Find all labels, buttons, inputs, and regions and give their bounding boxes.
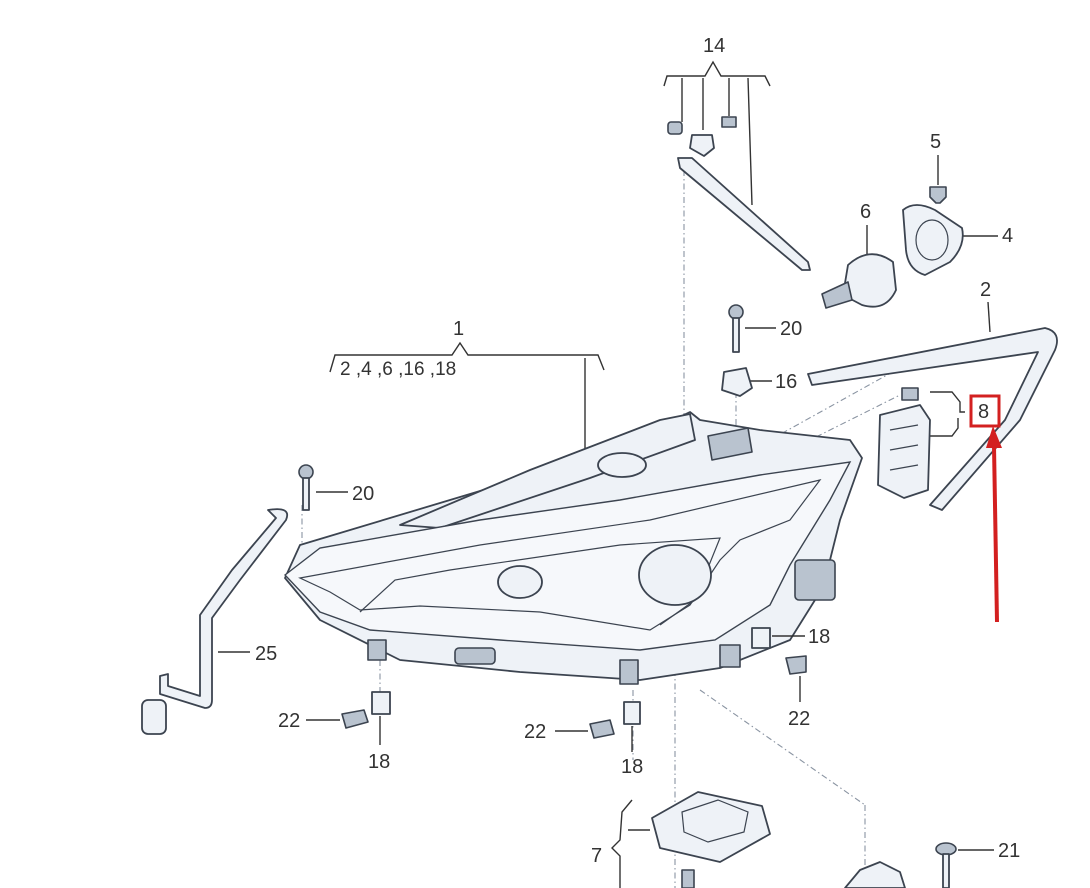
clip-18-right — [751, 627, 771, 649]
highlight-arrow-shaft — [992, 445, 999, 623]
part-8-control-module: 8 — [877, 387, 1002, 623]
label-8: 8 — [978, 401, 989, 423]
housing-top-ridge — [399, 413, 696, 529]
rear-connector — [794, 559, 836, 601]
screw-head-20 — [728, 304, 744, 320]
label-1: 1 — [453, 318, 464, 340]
screw-shank-20 — [732, 317, 740, 353]
label-20-left: 20 — [352, 483, 374, 505]
part-21-bottom-right: 21 — [844, 840, 1020, 888]
mount-tab-center — [454, 647, 496, 665]
screw-22-right — [785, 655, 807, 675]
clip-16 — [721, 367, 753, 397]
clip-18-mid — [623, 701, 641, 725]
part-20-25-left: 20 25 — [141, 464, 374, 735]
label-2: 2 — [980, 279, 991, 301]
small-screw — [721, 116, 737, 128]
screw-22-left — [341, 709, 369, 729]
screw-head-20-left — [298, 464, 314, 480]
label-16: 16 — [775, 371, 797, 393]
label-5: 5 — [930, 131, 941, 153]
clip-nut — [667, 121, 683, 135]
label-18-left: 18 — [368, 751, 390, 773]
vent-hose — [159, 508, 289, 709]
module-screw — [901, 387, 919, 401]
part-1-headlight-housing: 1 2 ,4 ,6 ,16 ,18 — [283, 318, 863, 685]
label-22-left: 22 — [278, 710, 300, 732]
part-14-adjuster-assembly: 14 — [663, 35, 811, 271]
mount-tab-mid — [619, 659, 639, 685]
screw-5 — [929, 186, 947, 204]
label-14: 14 — [703, 35, 725, 57]
screw-shank-20-left — [302, 477, 310, 511]
screw-shank-21 — [942, 853, 950, 888]
highlight-box-8 — [969, 394, 1001, 428]
washer-nut — [689, 134, 715, 157]
trim-strip — [807, 327, 1058, 511]
part-16-20-mounts: 20 16 — [721, 304, 802, 397]
bottom-left-fasteners: 22 18 — [278, 691, 391, 773]
adjuster-rod — [677, 157, 811, 271]
projector-lens — [638, 544, 712, 606]
part-2-trim-strip: 2 — [807, 279, 1058, 511]
label-22-mid: 22 — [524, 721, 546, 743]
lower-cover — [844, 861, 906, 888]
mount-tab-right — [719, 644, 741, 668]
mount-tab-left — [367, 639, 387, 661]
ballast-screw — [681, 869, 695, 888]
part-7-control-unit: 7 — [591, 791, 771, 888]
control-module — [877, 404, 931, 499]
label-7: 7 — [591, 845, 602, 867]
label-1-sub: 2 ,4 ,6 ,16 ,18 — [340, 359, 456, 380]
screw-22-mid — [589, 719, 615, 739]
right-fasteners: 18 22 — [751, 626, 830, 730]
label-18-right: 18 — [808, 626, 830, 648]
label-6: 6 — [860, 201, 871, 223]
clip-18-left — [371, 691, 391, 715]
highlight-arrow-head — [986, 426, 1002, 448]
label-4: 4 — [1002, 225, 1013, 247]
hose-fitting — [141, 699, 167, 735]
bulb-pin — [821, 281, 853, 309]
construction-lines — [301, 170, 906, 888]
cover-cap-4 — [902, 204, 964, 276]
label-25: 25 — [255, 643, 277, 665]
bulb-holder-6 — [842, 253, 897, 308]
reflector-module — [497, 565, 543, 599]
label-20-top: 20 — [780, 318, 802, 340]
connector-housing — [707, 427, 753, 461]
lens-cover — [283, 461, 852, 651]
adjuster-boss — [597, 452, 647, 478]
label-18-mid: 18 — [621, 756, 643, 778]
label-22-right: 22 — [788, 708, 810, 730]
label-21: 21 — [998, 840, 1020, 862]
part-4-5-6-cap-assembly: 5 4 6 — [821, 131, 1013, 309]
bottom-mid-fasteners: 22 18 — [524, 701, 643, 778]
